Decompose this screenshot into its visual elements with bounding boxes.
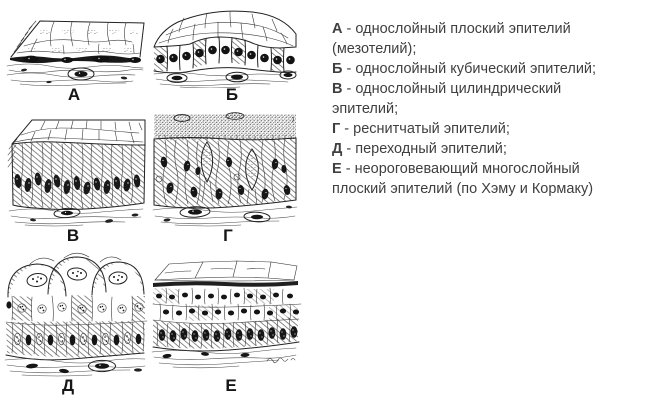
- legend-item-d: Д- переходный эпителий;: [332, 139, 652, 159]
- panel-label-g: Г: [223, 226, 233, 245]
- stratified-squamous-epithelium-drawing: [151, 260, 302, 369]
- legend-text-continued: (мезотелий);: [332, 41, 417, 57]
- legend-text: - однослойный цилиндрический: [346, 81, 562, 97]
- legend-item-g: Г- реснитчатый эпителий;: [332, 119, 652, 139]
- panel-e: [149, 251, 303, 372]
- simple-cuboidal-epithelium-drawing: [153, 10, 297, 88]
- artist-signature-squiggle: [266, 357, 296, 364]
- legend-letter: Б: [332, 61, 343, 77]
- legend-letter: А: [332, 21, 343, 37]
- figure-legend: А- однослойный плоский эпителий (мезотел…: [332, 19, 652, 199]
- legend-letter: В: [332, 81, 343, 97]
- transitional-epithelium-drawing: [4, 252, 148, 377]
- ciliated-epithelium-drawing: [152, 112, 298, 227]
- legend-text: - реснитчатый эпителий;: [344, 121, 510, 137]
- panel-v: [5, 111, 150, 227]
- simple-squamous-epithelium-drawing: [6, 20, 145, 86]
- panel-g: [149, 109, 302, 227]
- legend-item-v: В- однослойный цилиндрический эпителий;: [332, 79, 652, 119]
- legend-text: - неороговевающий многослойный: [345, 161, 580, 177]
- legend-text: - однослойный плоский эпителий: [346, 21, 571, 37]
- panel-label-b: Б: [225, 85, 239, 104]
- legend-letter: Е: [332, 161, 342, 177]
- panel-label-d: Д: [61, 376, 75, 395]
- legend-item-b: Б- однослойный кубический эпителий;: [332, 59, 652, 79]
- panel-d: [2, 249, 149, 378]
- panel-label-v: В: [66, 226, 80, 245]
- legend-text: - однослойный кубический эпителий;: [346, 61, 597, 77]
- simple-columnar-epithelium-drawing: [7, 119, 146, 227]
- legend-text-continued: эпителий;: [332, 101, 399, 117]
- panel-b: [150, 6, 300, 88]
- legend-item-e: Е- неороговевающий многослойный плоский …: [332, 159, 652, 199]
- legend-text-continued: плоский эпителий (по Хэму и Кормаку): [332, 181, 594, 197]
- panel-label-e: Е: [225, 376, 237, 395]
- panel-a: [4, 8, 149, 86]
- legend-letter: Д: [332, 141, 343, 157]
- legend-item-a: А- однослойный плоский эпителий (мезотел…: [332, 19, 652, 59]
- panel-label-a: А: [67, 85, 81, 104]
- legend-letter: Г: [332, 121, 341, 137]
- legend-text: - переходный эпителий;: [346, 141, 507, 157]
